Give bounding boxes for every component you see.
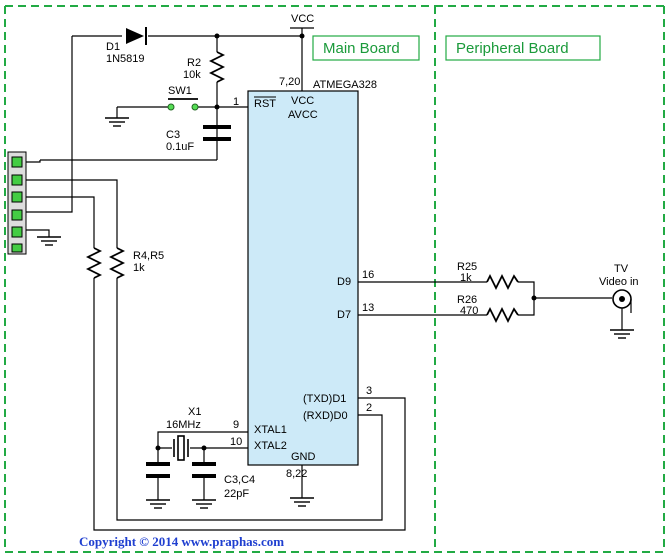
mcu-pin-xtal1: XTAL1 <box>254 424 287 436</box>
mcu-pin-d1: (TXD)D1 <box>303 393 346 405</box>
c3c4-val: 22pF <box>224 488 249 500</box>
r5-to-d0-wire <box>116 278 383 521</box>
c3c4-ref: C3,C4 <box>224 474 255 486</box>
c3-val: 0.1uF <box>166 141 194 153</box>
peripheral-board-label: Peripheral Board <box>456 40 569 57</box>
board-borders <box>4 5 665 553</box>
sw1-left-wire <box>116 106 168 118</box>
conn-pin5-wire <box>26 229 50 237</box>
mcu-pin-gnd: GND <box>291 451 316 463</box>
d1-ref: D1 <box>106 41 120 53</box>
vcc-label: VCC <box>291 13 314 25</box>
crystal-x1 <box>173 435 189 461</box>
conn-pin1-wire <box>26 160 41 163</box>
main-board-label: Main Board <box>323 40 400 57</box>
tv-video-in-label: Video in <box>599 276 639 288</box>
mcu-pin-d7: D7 <box>337 309 351 321</box>
r26-ref: R26 <box>457 294 477 306</box>
pin-num-xtal1: 9 <box>233 419 239 431</box>
conn-pin4-wire <box>26 36 73 213</box>
main-board-border <box>4 5 665 553</box>
pin-num-d7: 13 <box>362 302 374 314</box>
x1-ref: X1 <box>188 406 201 418</box>
mcu-pin-xtal2: XTAL2 <box>254 440 287 452</box>
xtal1-wire <box>157 431 248 462</box>
ground-c4 <box>192 499 216 509</box>
connector-pins <box>11 156 23 253</box>
r4-to-d1-wire <box>93 278 406 531</box>
r25-ref: R25 <box>457 261 477 273</box>
mcu-pin-d0: (RXD)D0 <box>303 410 348 422</box>
resistor-r25 <box>486 273 519 291</box>
conn-pin2-wire <box>26 179 118 248</box>
node-video <box>531 295 537 301</box>
mcu-pin-avcc: AVCC <box>288 109 318 121</box>
c3-ref: C3 <box>166 129 180 141</box>
tv-label: TV <box>614 263 629 275</box>
peripheral-board-label-box <box>445 35 601 61</box>
main-board-label-box <box>312 35 420 61</box>
xtal2-wire <box>203 447 248 462</box>
copyright: Copyright © 2014 www.praphas.com <box>79 534 284 549</box>
mcu-pin-rst: RST <box>254 98 276 110</box>
r4r5-ref: R4,R5 <box>133 250 164 262</box>
diode-d1 <box>126 27 147 45</box>
pin-num-rst: 1 <box>233 96 239 108</box>
mcu-name: ATMEGA328 <box>313 79 377 91</box>
ground-sw1 <box>105 117 129 127</box>
node-vcc <box>299 33 305 39</box>
x1-val: 16MHz <box>166 419 201 431</box>
ground-connector <box>37 236 61 246</box>
resistor-r2 <box>208 51 226 83</box>
r2-val: 10k <box>183 69 201 81</box>
mcu-pin-d9: D9 <box>337 276 351 288</box>
resistor-r26 <box>486 306 519 324</box>
resistor-r4 <box>85 247 103 279</box>
conn-pin3-wire <box>26 196 95 248</box>
sw1-contact-right <box>191 103 199 111</box>
d1-val: 1N5819 <box>106 53 145 65</box>
rca-ground-lead <box>621 299 632 330</box>
pin-num-xtal2: 10 <box>230 436 242 448</box>
caps-to-ground <box>157 478 205 500</box>
pin-num-d0: 2 <box>366 402 372 414</box>
pin-num-vcc: 7,20 <box>279 76 300 88</box>
sw1-contact-left <box>167 103 175 111</box>
r26-val: 470 <box>460 305 478 317</box>
ground-mcu <box>290 497 314 507</box>
r4r5-val: 1k <box>133 262 145 274</box>
pin-num-d9: 16 <box>362 269 374 281</box>
ground-tv <box>610 329 634 339</box>
sw1-ref: SW1 <box>168 85 192 97</box>
resistor-r5 <box>108 247 126 279</box>
ground-c3 <box>146 499 170 509</box>
r25-val: 1k <box>460 272 472 284</box>
r2-ref: R2 <box>187 57 201 69</box>
rca-jack-icon <box>612 289 632 309</box>
pin-num-d1: 3 <box>366 385 372 397</box>
pin-num-gnd: 8,22 <box>286 468 307 480</box>
mcu-pin-vcc: VCC <box>291 95 314 107</box>
mcu-body <box>247 90 359 466</box>
